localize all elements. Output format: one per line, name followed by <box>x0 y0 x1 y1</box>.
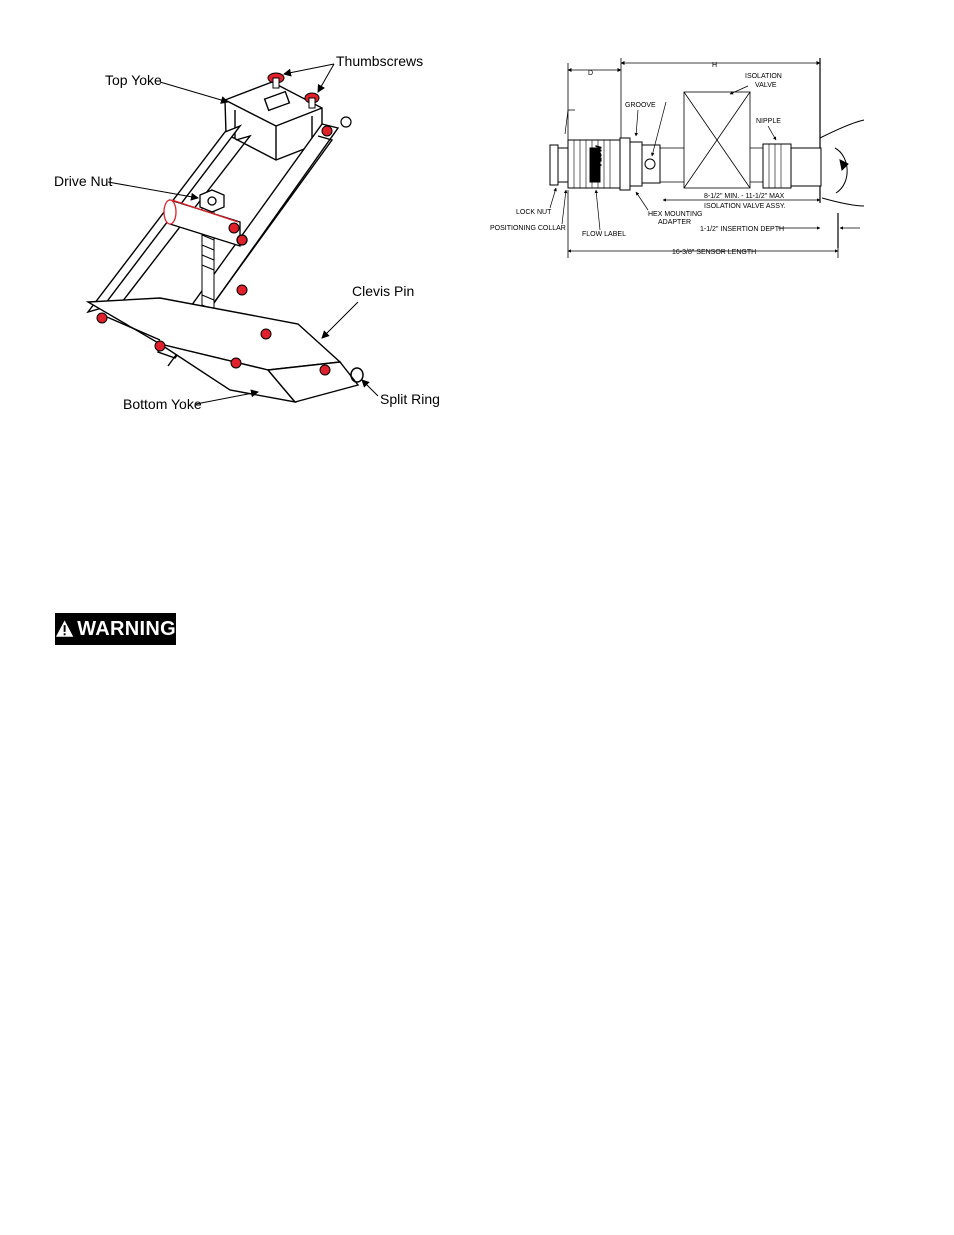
isolation-valve-label-2: VALVE <box>755 82 777 89</box>
lock-nut-label: LOCK NUT <box>516 209 552 216</box>
isolation-valve-label-1: ISOLATION <box>745 73 782 80</box>
groove-label: GROOVE <box>625 102 656 109</box>
thumbscrews-label: Thumbscrews <box>336 53 423 69</box>
flow-label-label: FLOW LABEL <box>582 231 626 238</box>
sensor-length-label: 16-3/8" SENSOR LENGTH <box>672 249 756 256</box>
warning-badge: WARNING <box>55 613 176 645</box>
hex-adapter-label-2: ADAPTER <box>658 219 691 226</box>
dimension-h-label: H <box>712 62 717 69</box>
warning-triangle-icon <box>55 620 74 637</box>
nipple <box>762 143 822 189</box>
sensor-dimension-drawing: D H FLOW ISOLATION VALVE GROOVE <box>490 58 865 258</box>
bottom-yoke-label: Bottom Yoke <box>123 396 202 412</box>
sensor-rod: FLOW <box>549 137 661 191</box>
hex-adapter-label-1: HEX MOUNTING <box>648 211 702 218</box>
sensor-dimension-figure: D H FLOW ISOLATION VALVE GROOVE <box>480 48 880 263</box>
flow-marking: FLOW <box>596 145 603 166</box>
drive-nut-assembly <box>163 189 248 247</box>
pipe-section <box>819 119 865 207</box>
drive-nut-label: Drive Nut <box>54 173 112 189</box>
nipple-label: NIPPLE <box>756 118 781 125</box>
valve-assy-label-1: 8-1/2" MIN. - 11-1/2" MAX <box>704 193 785 200</box>
warning-label: WARNING <box>77 617 176 640</box>
dimension-d-label: D <box>588 70 593 77</box>
isolation-valve <box>660 91 763 189</box>
top-yoke-label: Top Yoke <box>105 72 162 88</box>
split-ring <box>350 367 364 383</box>
bottom-yoke <box>85 297 360 404</box>
thumbscrews <box>267 72 320 109</box>
split-ring-label: Split Ring <box>380 391 440 407</box>
clevis-pin-label: Clevis Pin <box>352 283 414 299</box>
insertion-depth-label: 1-1/2" INSERTION DEPTH <box>700 226 784 233</box>
red-pins <box>96 125 333 376</box>
valve-assy-label-2: ISOLATION VALVE ASSY. <box>704 203 786 210</box>
insertion-tool-figure: Thumbscrews Top Yoke Drive Nut Clevis Pi… <box>40 40 460 430</box>
insertion-tool-drawing: Thumbscrews Top Yoke Drive Nut Clevis Pi… <box>54 53 440 412</box>
positioning-collar-label: POSITIONING COLLAR <box>490 225 566 232</box>
